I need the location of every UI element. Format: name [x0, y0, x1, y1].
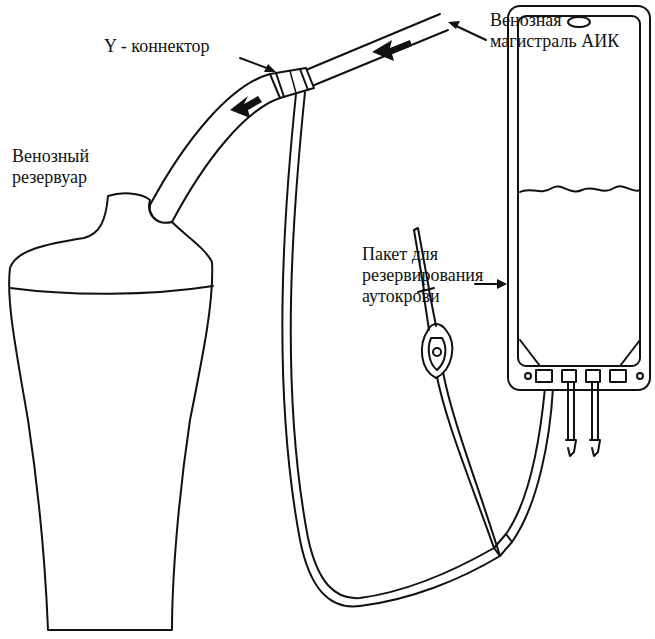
line-label: Венозная магистраль АИК — [490, 10, 650, 52]
bag-branches — [436, 372, 553, 556]
connector-label: Y - коннектор — [104, 36, 244, 57]
venous-line — [306, 14, 448, 86]
bypass-line — [282, 92, 500, 606]
venous-reservoir — [9, 193, 213, 630]
reservoir-label: Венозный резервуар — [12, 146, 122, 188]
bag-label: Пакет для резервирования аутокрови — [362, 244, 500, 307]
blood-bag — [508, 6, 650, 456]
reservoir-inlet-tube — [150, 74, 280, 224]
y-connector — [270, 68, 314, 98]
